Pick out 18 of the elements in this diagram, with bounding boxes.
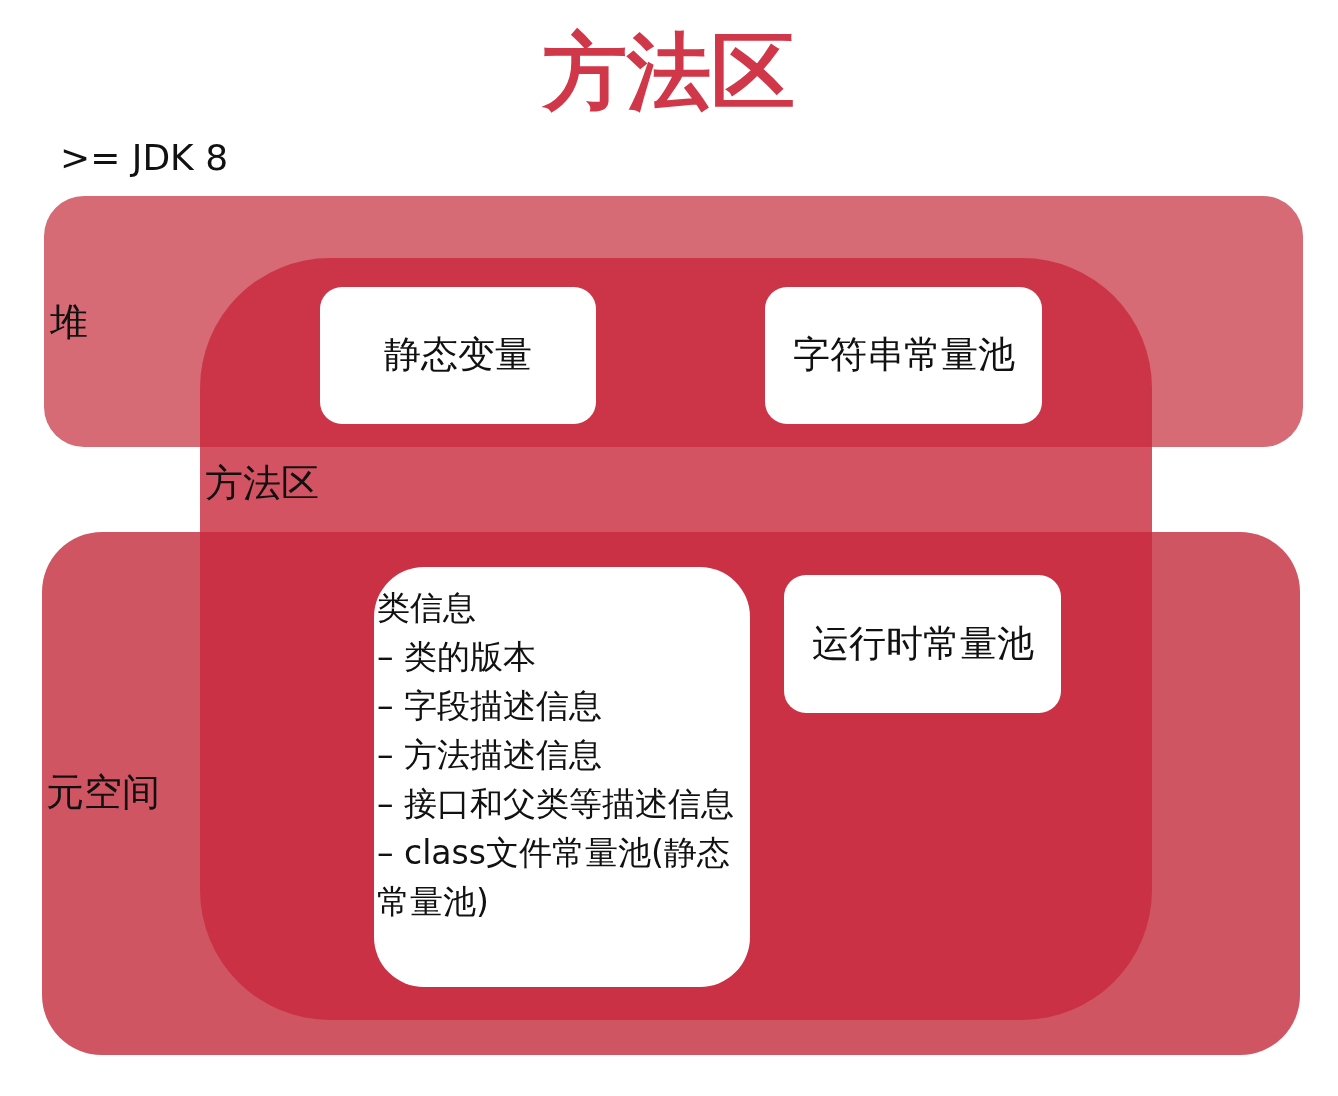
memory-box <box>765 287 1042 424</box>
box-label: 字符串常量池 <box>792 335 1015 376</box>
list-item: – 字段描述信息 <box>377 685 603 727</box>
list-item: – 方法描述信息 <box>377 734 603 776</box>
class-info-box <box>374 567 750 987</box>
memory-box <box>320 287 596 424</box>
box-heading: 类信息 <box>377 587 477 629</box>
list-item: – 接口和父类等描述信息 <box>377 783 735 825</box>
version-label: >= JDK 8 <box>60 138 229 178</box>
region-label: 堆 <box>50 302 88 344</box>
memory-box <box>784 575 1061 713</box>
box-label: 运行时常量池 <box>811 623 1034 665</box>
region-label: 方法区 <box>205 463 319 505</box>
region-label: 元空间 <box>46 772 160 814</box>
title: 方法区 <box>543 30 795 114</box>
list-item: – class文件常量池(静态常量池) <box>377 832 731 923</box>
list-item: – 类的版本 <box>377 636 537 678</box>
box-label: 静态变量 <box>384 335 532 376</box>
